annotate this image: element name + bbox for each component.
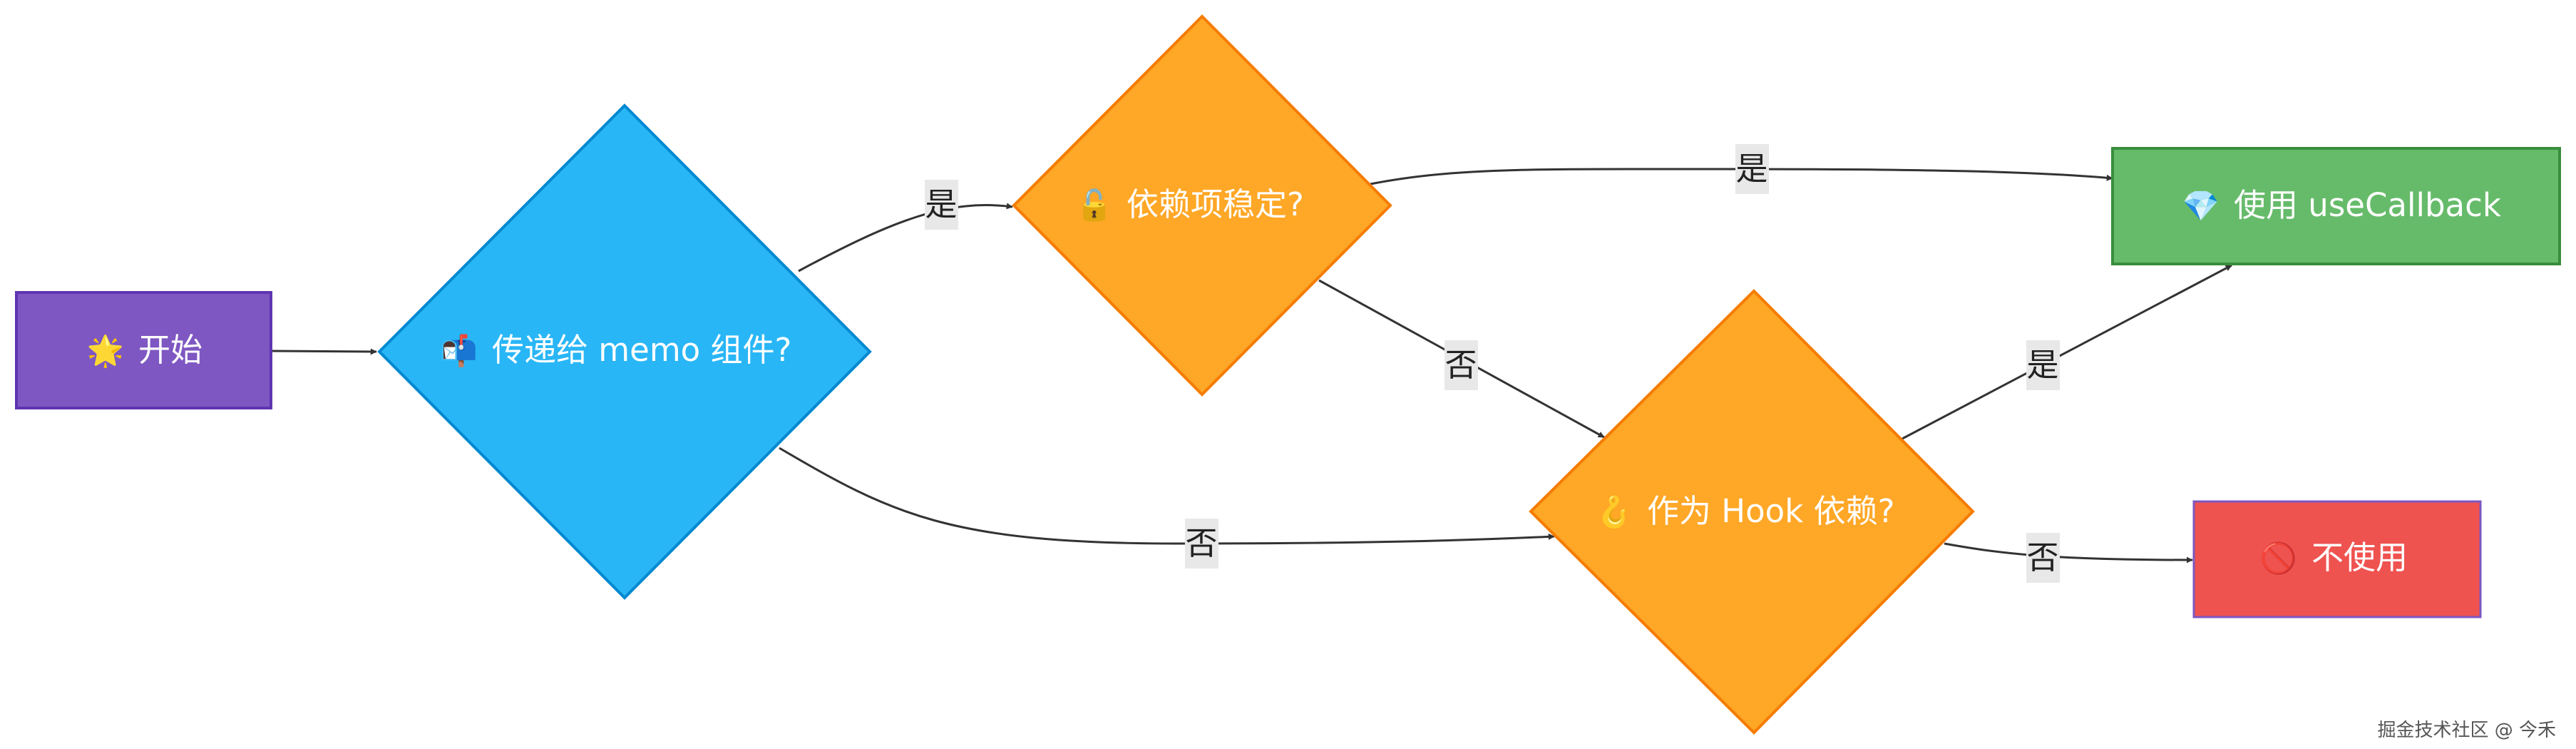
edge-hook-nouse: [1944, 542, 2193, 564]
node-use-shape: [2111, 147, 2561, 265]
node-deps-decision: 🔓 依赖项稳定?: [1012, 14, 1392, 397]
mailbox-icon: 📬: [441, 333, 478, 368]
node-no-use: 🚫 不使用: [2192, 500, 2482, 618]
node-use-callback: 💎 使用 useCallback: [2111, 147, 2561, 265]
svg-text:否: 否: [1185, 524, 1217, 562]
edge-label-memo-no: 否: [1185, 519, 1218, 569]
edge-labels: 是 否 是 否 是 否: [925, 144, 2060, 583]
svg-text:是: 是: [925, 185, 957, 223]
edge-label-hook-yes: 是: [2026, 340, 2060, 390]
node-use-label: 使用 useCallback: [2234, 186, 2501, 224]
node-memo-label: 传递给 memo 组件?: [492, 331, 791, 369]
node-start: 🌟 开始: [15, 291, 272, 409]
svg-text:是: 是: [1735, 150, 1767, 188]
node-hook-shape: [1529, 289, 1975, 735]
node-deps-label: 依赖项稳定?: [1127, 185, 1304, 223]
no-entry-icon: 🚫: [2260, 541, 2297, 576]
svg-text:否: 否: [2026, 539, 2058, 576]
edge-label-deps-yes: 是: [1735, 144, 1769, 194]
node-start-label: 开始: [138, 331, 202, 369]
edge-label-memo-yes: 是: [925, 180, 958, 230]
gem-icon: 💎: [2182, 188, 2220, 223]
node-hook-decision: 🪝 作为 Hook 依赖?: [1529, 289, 1975, 735]
unlock-icon: 🔓: [1076, 188, 1113, 223]
node-memo-decision: 📬 传递给 memo 组件?: [377, 103, 872, 600]
star-icon: 🌟: [87, 333, 124, 369]
edge-label-hook-no: 否: [2026, 533, 2060, 583]
edge-start-memo: [270, 348, 377, 355]
edge-label-deps-no: 否: [1444, 340, 1478, 390]
edge-memo-deps: [798, 203, 1013, 272]
node-start-shape: [15, 291, 272, 409]
hook-icon: 🪝: [1596, 494, 1633, 530]
node-hook-label: 作为 Hook 依赖?: [1647, 492, 1894, 530]
edge-memo-hook: [779, 447, 1555, 545]
node-nouse-shape: [2192, 500, 2482, 618]
node-deps-shape: [1012, 14, 1392, 397]
edge-hook-use: [1902, 264, 2232, 440]
svg-text:否: 否: [1444, 346, 1477, 384]
svg-text:是: 是: [2026, 346, 2058, 384]
node-nouse-label: 不使用: [2311, 539, 2408, 576]
watermark: 掘金技术社区 @ 今禾: [2377, 720, 2556, 741]
node-memo-shape: [377, 103, 872, 600]
edge-deps-use: [1370, 168, 2113, 185]
